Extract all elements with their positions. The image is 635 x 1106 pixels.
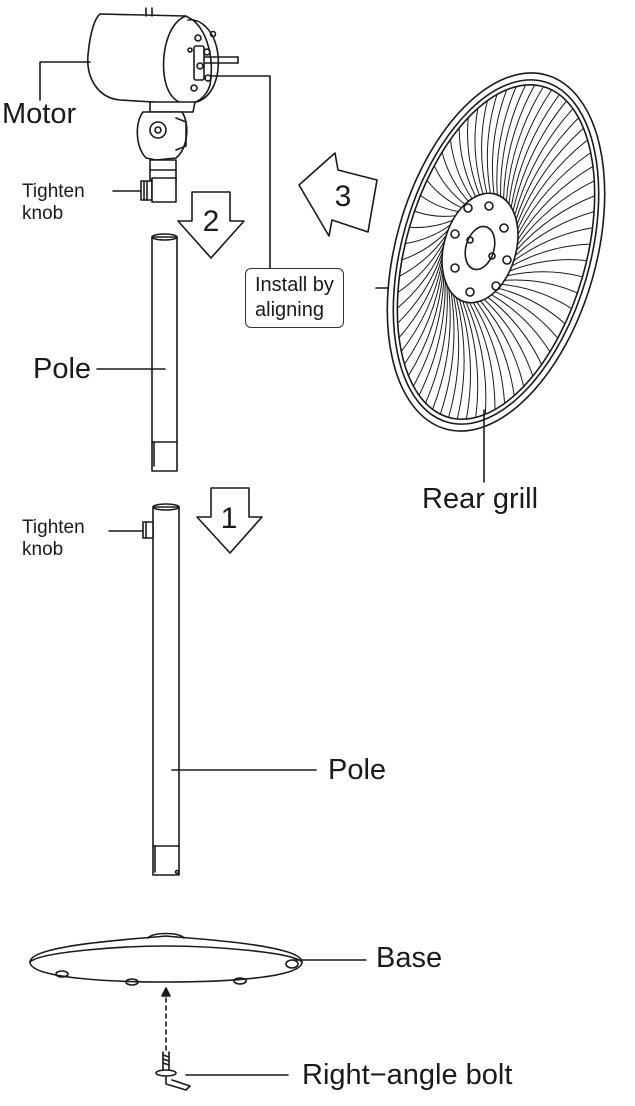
grill-spoke: [418, 280, 446, 396]
grill-spoke: [474, 108, 484, 195]
grill-spoke: [462, 300, 479, 418]
grill-spoke: [469, 302, 496, 410]
grill-spoke: [441, 151, 469, 202]
grill-spoke: [491, 294, 551, 353]
grill-spoke: [491, 89, 508, 195]
upper-pole: [151, 233, 178, 472]
grill-spoke: [412, 276, 445, 387]
base: [29, 932, 303, 986]
grill-spoke: [467, 117, 480, 196]
grill-spoke: [516, 127, 584, 225]
grill-spoke: [409, 219, 454, 228]
grill-spoke: [512, 100, 567, 212]
pole-upper-label: Pole: [33, 353, 92, 385]
grill-spoke: [511, 243, 591, 267]
grill-spoke: [408, 271, 444, 377]
tighten-knob-mid-label: Tighten knob: [22, 517, 85, 561]
install-by-aligning-callout: Install by aligning: [245, 268, 344, 328]
grill-spoke: [497, 287, 566, 325]
grill-spoke: [425, 284, 448, 404]
tighten-knob-top-label-line2: knob: [22, 203, 64, 224]
rear-grill-label: Rear grill: [422, 483, 539, 515]
base-label: Base: [376, 942, 443, 974]
grill-spoke: [486, 94, 498, 194]
grill-spoke: [449, 139, 473, 200]
grill-spoke: [472, 302, 506, 404]
tighten-knob-mid-label-line2: knob: [22, 539, 64, 560]
grill-spoke: [426, 179, 463, 209]
grill-spoke: [496, 86, 517, 196]
step-2-number: 2: [202, 205, 220, 238]
grill-spoke: [400, 261, 443, 352]
right-angle-bolt-label: Right−angle bolt: [302, 1059, 513, 1091]
grill-spoke: [515, 195, 596, 251]
grill-spoke: [504, 279, 578, 294]
pole-lower-label: Pole: [328, 754, 387, 786]
step-1-number: 1: [220, 502, 238, 535]
grill-spoke: [508, 89, 553, 205]
grill-spoke: [513, 227, 594, 262]
step-1-arrow-icon: [196, 487, 263, 554]
grill-spoke: [404, 224, 451, 244]
step-3-number: 3: [334, 180, 352, 213]
grill-spoke: [509, 259, 588, 272]
grill-spoke: [517, 152, 592, 235]
rear-grill: [386, 72, 606, 432]
grill-spoke: [500, 84, 527, 197]
tighten-knob-top-label-line1: Tighten: [22, 181, 85, 202]
right-angle-bolt: [155, 1051, 191, 1091]
align-connector-line: [211, 75, 271, 269]
grill-spoke: [514, 211, 595, 257]
grill-spoke: [458, 127, 477, 198]
grill-spoke: [404, 266, 443, 365]
grill-spoke: [510, 94, 560, 208]
grill-spoke: [396, 245, 445, 309]
grill-spoke: [465, 301, 487, 415]
grill-spoke: [483, 298, 534, 377]
grill-spoke: [414, 210, 456, 217]
grill-spoke: [433, 165, 466, 205]
grill-spoke: [503, 84, 536, 199]
grill-spoke: [419, 194, 459, 213]
grill-spoke: [494, 291, 559, 339]
grill-spoke: [439, 291, 455, 415]
tighten-knob-mid-label-line1: Tighten: [22, 517, 85, 538]
grill-spoke: [516, 180, 595, 246]
motor-leader-line: [39, 61, 91, 101]
grill-spoke: [505, 86, 544, 202]
grill-spoke: [517, 165, 594, 241]
grill-spoke: [398, 255, 443, 339]
grill-spoke: [401, 229, 449, 261]
grill-spoke: [501, 283, 573, 310]
install-by-aligning-line2: aligning: [255, 299, 324, 321]
bolt-guide-arrowhead-icon: [161, 987, 171, 997]
grill-spoke: [432, 288, 451, 410]
grill-spoke: [476, 301, 515, 396]
grill-spoke: [487, 296, 543, 365]
motor-label: Motor: [2, 98, 77, 130]
motor-assembly: [87, 7, 239, 203]
grill-spoke: [458, 299, 471, 420]
step-2-arrow-icon: [177, 191, 245, 259]
grill-spoke: [515, 117, 580, 220]
grill-spoke: [397, 250, 444, 324]
lower-pole: [142, 503, 180, 876]
install-by-aligning-line1: Install by: [255, 274, 334, 296]
grill-spoke: [480, 300, 525, 387]
grill-spoke: [448, 294, 460, 418]
grill-spoke: [397, 239, 446, 293]
grill-spoke: [517, 139, 588, 230]
grill-spoke: [506, 271, 583, 278]
step-3-arrow-icon: [298, 152, 378, 237]
grill-spoke: [455, 297, 465, 420]
grill-spoke: [514, 108, 574, 216]
grill-spoke: [398, 234, 447, 277]
grill-spoke: [481, 100, 488, 194]
tighten-knob-top-label: Tighten knob: [22, 181, 85, 225]
